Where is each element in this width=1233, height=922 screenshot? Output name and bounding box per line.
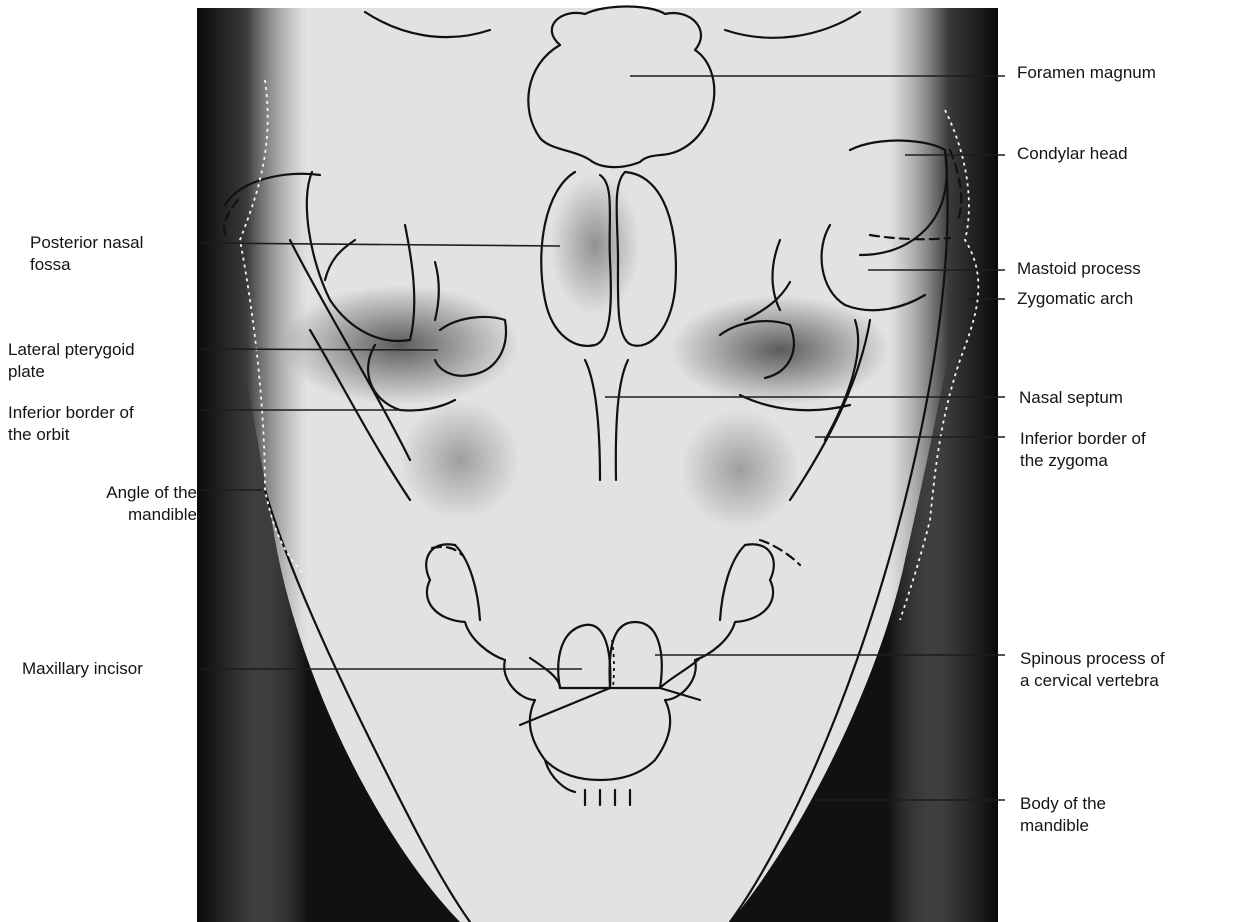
nasal-shadow <box>550 175 640 315</box>
label-mastoid-process: Mastoid process <box>1017 258 1141 280</box>
label-angle-of-mandible: Angle of the mandible <box>20 482 197 526</box>
label-spinous-process: Spinous process of a cervical vertebra <box>1020 648 1165 692</box>
label-lateral-pterygoid-plate: Lateral pterygoid plate <box>8 339 135 383</box>
label-inferior-border-zygoma: Inferior border of the zygoma <box>1020 428 1146 472</box>
label-maxillary-incisor: Maxillary incisor <box>22 658 143 680</box>
label-nasal-septum: Nasal septum <box>1019 387 1123 409</box>
label-condylar-head: Condylar head <box>1017 143 1128 165</box>
label-body-of-mandible: Body of the mandible <box>1020 793 1106 837</box>
leader-lateral-pterygoid <box>200 349 438 350</box>
left-dark-edge <box>197 8 307 922</box>
right-maxilla-shadow <box>680 410 800 530</box>
label-posterior-nasal-fossa: Posterior nasal fossa <box>30 232 143 276</box>
right-dark-edge <box>888 8 998 922</box>
left-maxilla-shadow <box>400 400 520 520</box>
left-orbit-shadow <box>280 285 520 405</box>
label-zygomatic-arch: Zygomatic arch <box>1017 288 1133 310</box>
label-inferior-border-orbit: Inferior border of the orbit <box>8 402 134 446</box>
label-foramen-magnum: Foramen magnum <box>1017 62 1156 84</box>
